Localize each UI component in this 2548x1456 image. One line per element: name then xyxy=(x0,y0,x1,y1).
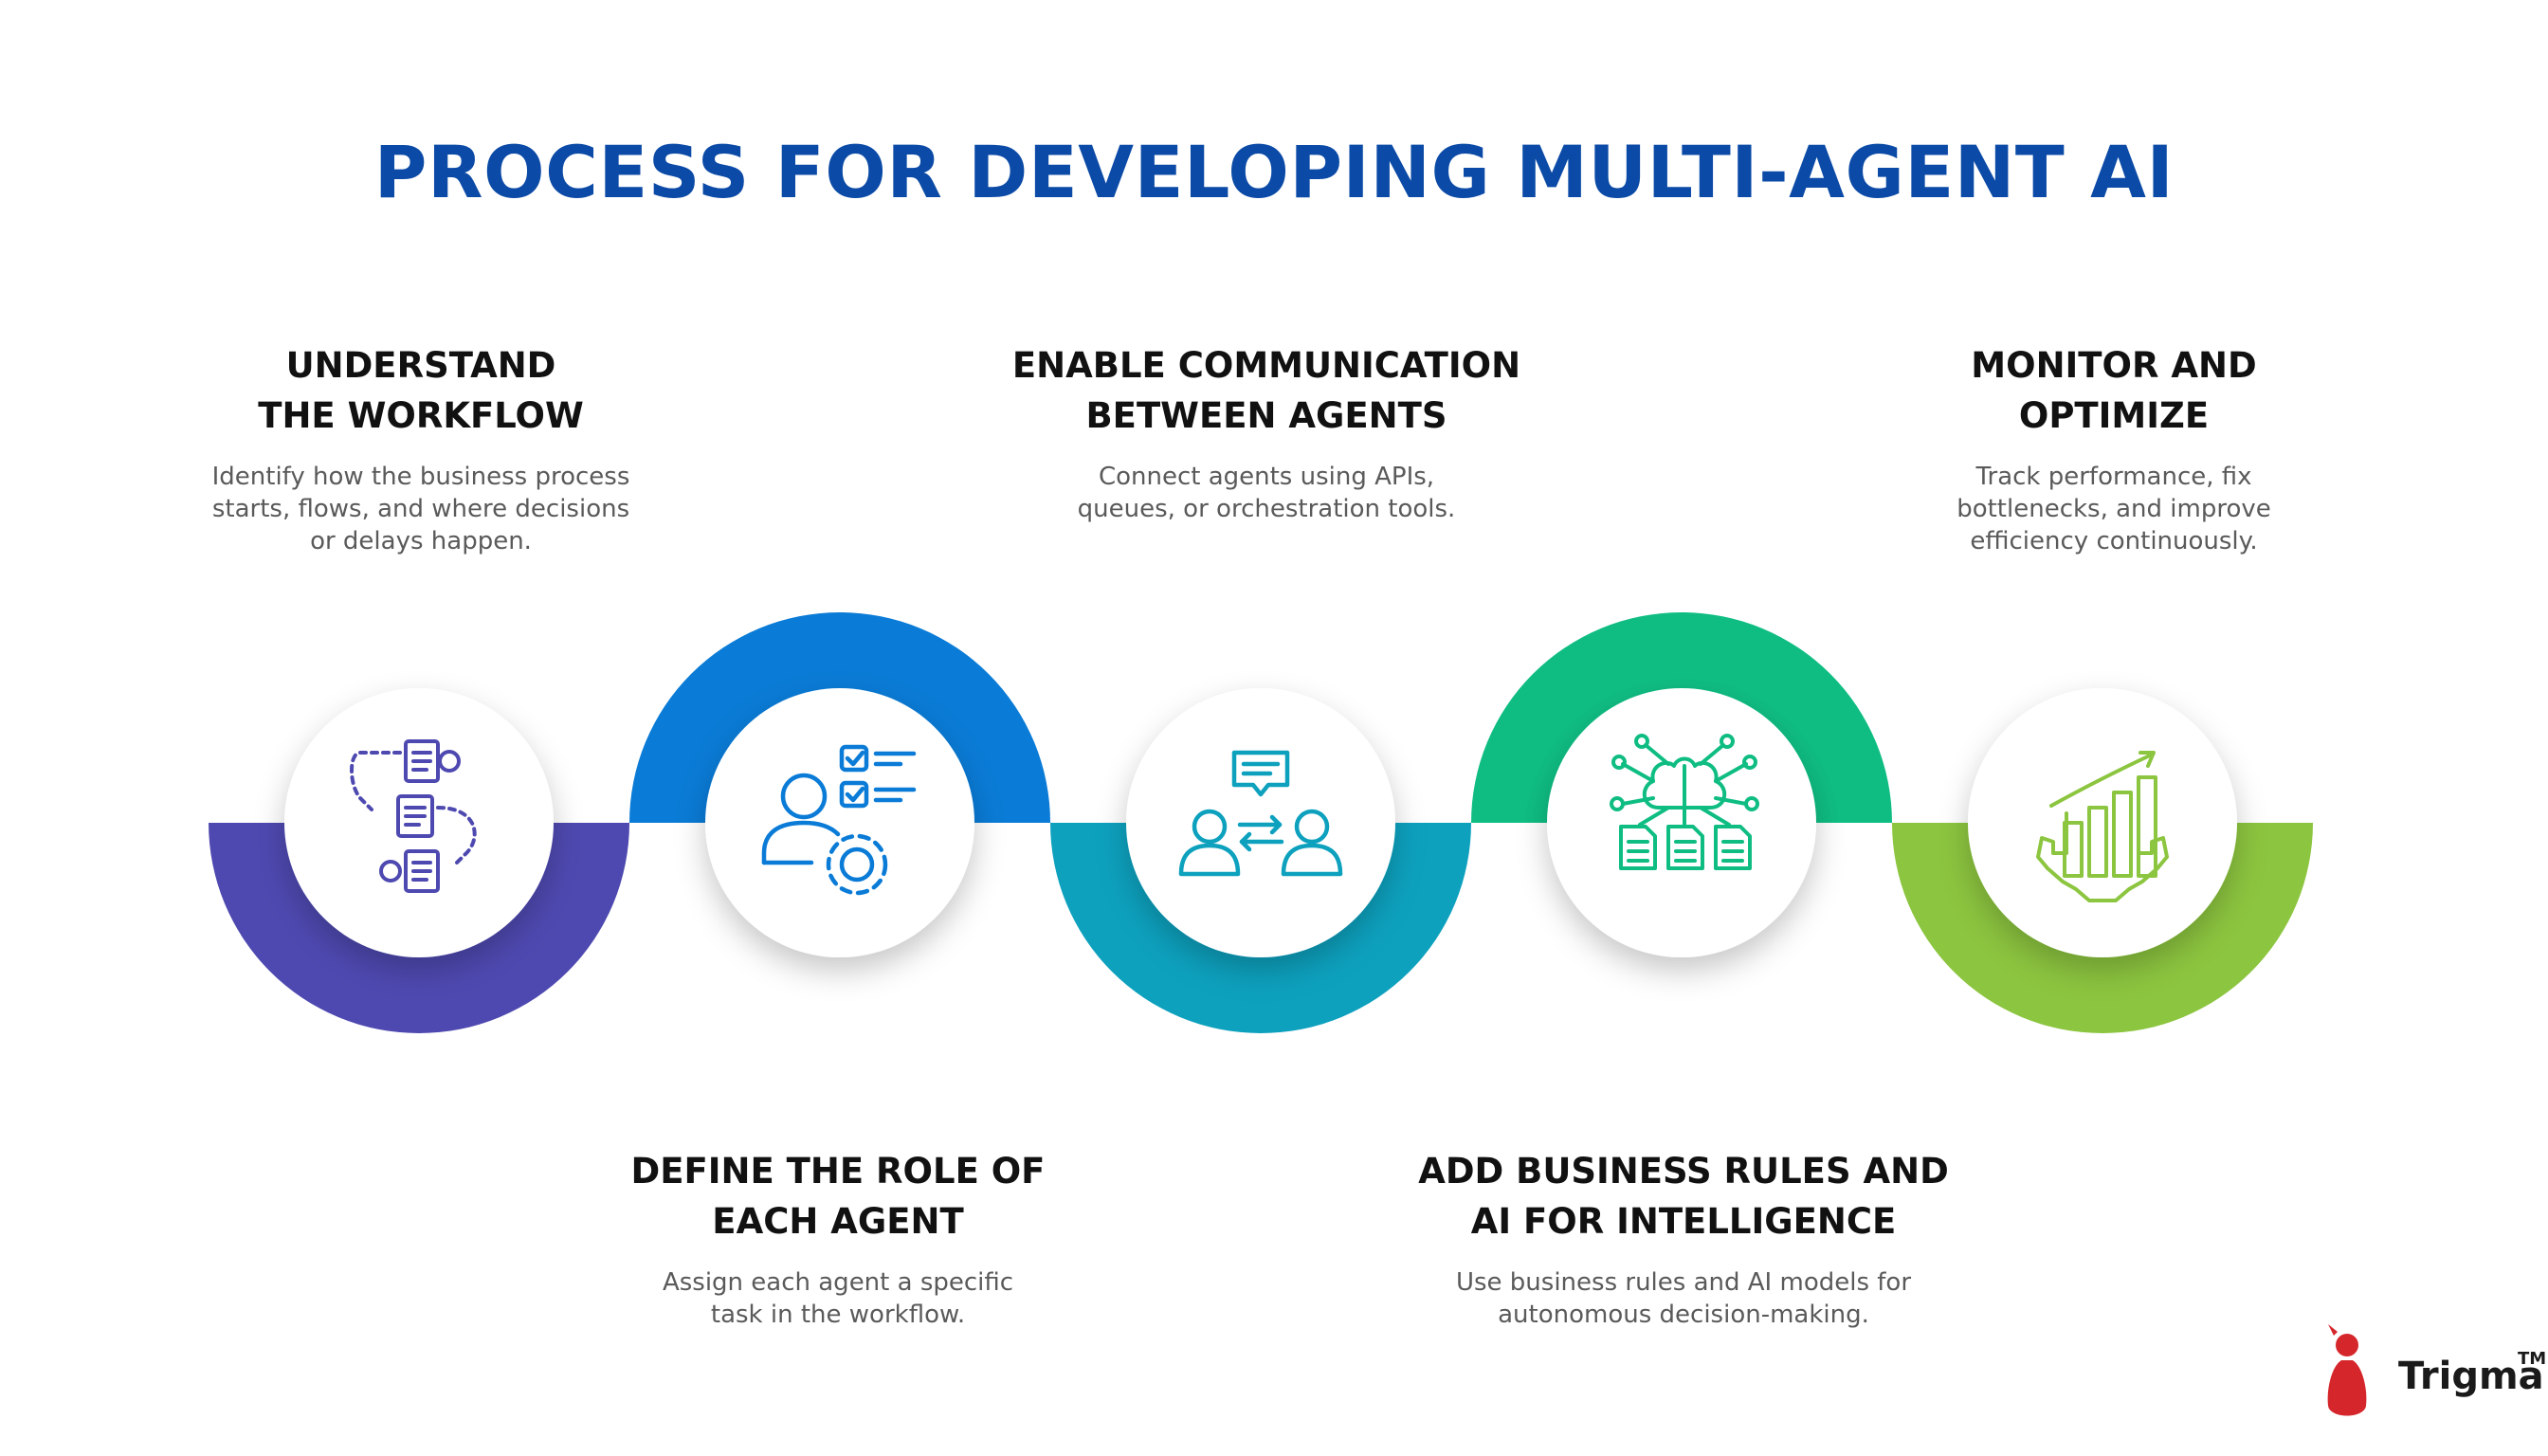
growth-chart-gear-icon xyxy=(2036,751,2169,902)
step-2-title: DEFINE THE ROLE OF EACH AGENT xyxy=(630,1151,1046,1242)
ai-brain-network-icon xyxy=(1610,734,1759,870)
step-3-title: ENABLE COMMUNICATION BETWEEN AGENTS xyxy=(1011,345,1521,436)
workflow-documents-icon xyxy=(350,739,477,893)
page-title: PROCESS FOR DEVELOPING MULTI-AGENT AI xyxy=(373,130,2175,214)
step-5-text: MONITOR AND OPTIMIZE Track performance, … xyxy=(1848,341,2379,557)
logo-trademark: TM xyxy=(2518,1349,2547,1369)
agent-checklist-gear-icon xyxy=(761,744,917,896)
step-4-description: Use business rules and AI models for aut… xyxy=(1455,1268,1912,1329)
step-1-text: UNDERSTAND THE WORKFLOW Identify how the… xyxy=(155,341,686,557)
step-2-text: DEFINE THE ROLE OF EACH AGENT Assign eac… xyxy=(573,1147,1103,1332)
step-2-description: Assign each agent a specific task in the… xyxy=(662,1268,1014,1329)
step-2-circle xyxy=(705,688,974,957)
step-4-title: ADD BUSINESS RULES AND AI FOR INTELLIGEN… xyxy=(1418,1151,1949,1242)
step-5-circle xyxy=(1968,688,2237,957)
agents-communication-icon xyxy=(1178,750,1343,877)
trigma-logo: Trigma TM xyxy=(2313,1313,2546,1427)
step-4-circle xyxy=(1547,688,1816,957)
step-3-text: ENABLE COMMUNICATION BETWEEN AGENTS Conn… xyxy=(1001,341,1532,526)
step-1-description: Identify how the business process starts… xyxy=(211,463,630,555)
trigma-mascot-icon xyxy=(2327,1324,2367,1416)
step-4-text: ADD BUSINESS RULES AND AI FOR INTELLIGEN… xyxy=(1418,1147,1949,1332)
step-5-description: Track performance, fix bottlenecks, and … xyxy=(1956,463,2271,555)
step-1-title: UNDERSTAND THE WORKFLOW xyxy=(258,345,584,436)
step-5-title: MONITOR AND OPTIMIZE xyxy=(1971,345,2257,436)
step-3-description: Connect agents using APIs, queues, or or… xyxy=(1077,463,1456,523)
logo-name: Trigma xyxy=(2398,1355,2544,1398)
